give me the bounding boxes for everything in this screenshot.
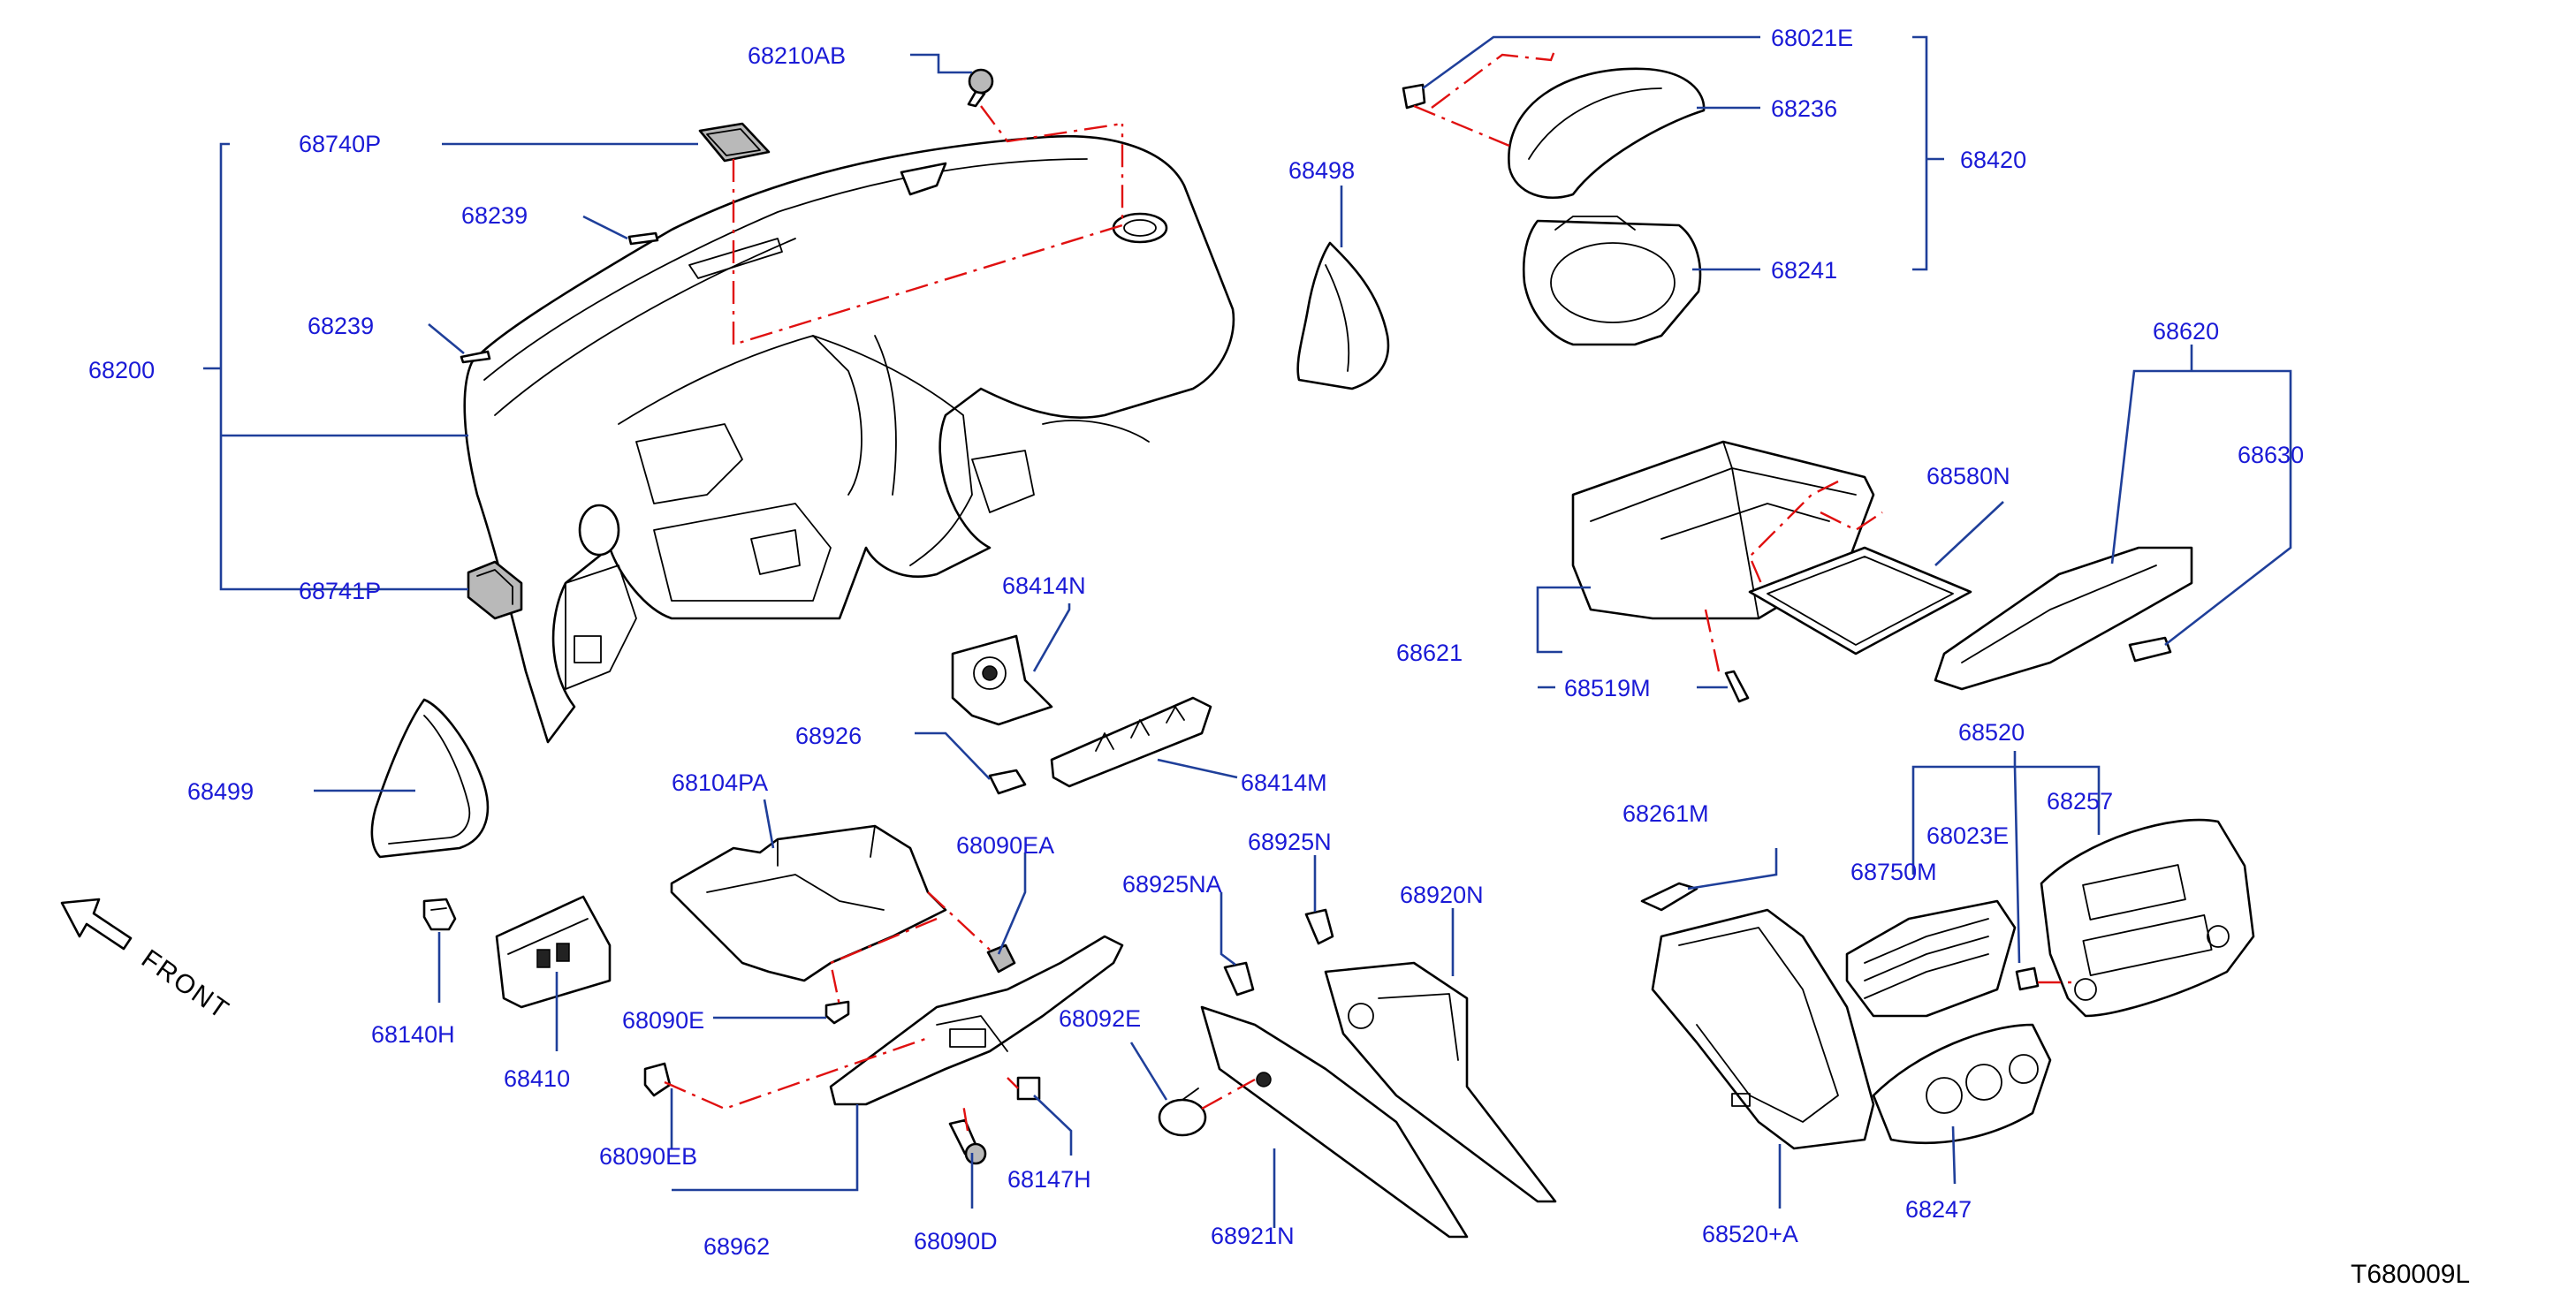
switch-panel-part (495, 895, 612, 1009)
label-68090D: 68090D (914, 1228, 998, 1254)
part-labels: 68210AB 68740P 68239 68239 68200 68741P … (88, 25, 2470, 1289)
lid-insert-part (2128, 636, 2172, 663)
label-68023E: 68023E (1926, 822, 2009, 849)
side-vent-part (467, 560, 523, 620)
label-68410: 68410 (504, 1065, 570, 1092)
meter-hood-part (1508, 67, 1706, 199)
label-68247: 68247 (1905, 1196, 1972, 1223)
clip-part (627, 231, 659, 246)
clip-part (643, 1062, 672, 1097)
clip-part (2015, 966, 2040, 991)
damper-part (1724, 670, 1750, 703)
label-68236: 68236 (1771, 95, 1837, 122)
label-68261M: 68261M (1622, 800, 1709, 827)
lower-cover-part (1050, 696, 1212, 788)
diagram-code: T680009L (2351, 1260, 2470, 1289)
label-68520A: 68520+A (1702, 1221, 1798, 1247)
clip-part (1402, 83, 1426, 110)
label-68147H: 68147H (1007, 1166, 1091, 1193)
side-cover-part (370, 698, 490, 859)
front-direction-label: FRONT (136, 944, 235, 1026)
cluster-face-part (2040, 818, 2255, 1018)
label-68962: 68962 (703, 1233, 770, 1260)
label-68620: 68620 (2153, 318, 2219, 345)
label-68750M: 68750M (1850, 859, 1937, 885)
lower-panel-part (829, 935, 1124, 1106)
clip-part (824, 1000, 850, 1025)
knee-cover-part (951, 634, 1053, 726)
clip-part (1016, 1076, 1041, 1101)
label-68090EA: 68090EA (956, 832, 1054, 859)
label-68921N: 68921N (1211, 1223, 1295, 1249)
label-68519M: 68519M (1564, 675, 1651, 701)
label-68241: 68241 (1771, 257, 1837, 284)
screw-part (967, 68, 994, 108)
knee-panel-part (1200, 1005, 1469, 1239)
label-68140H: 68140H (371, 1021, 455, 1048)
label-68021E: 68021E (1771, 25, 1853, 51)
label-68239-upper: 68239 (461, 202, 528, 229)
label-68580N: 68580N (1926, 463, 2010, 489)
label-68239-lower: 68239 (308, 313, 374, 339)
leader-lines (203, 35, 2292, 1228)
center-vent-part (1845, 899, 2017, 1018)
vent-grille-part (698, 122, 771, 163)
label-68740P: 68740P (299, 131, 381, 157)
push-clip-part (1158, 1087, 1207, 1137)
clip-part (1223, 961, 1255, 997)
spring-part (1748, 546, 1972, 656)
control-panel-part (1872, 1023, 2052, 1144)
side-trim-part (1296, 241, 1390, 390)
label-68621: 68621 (1396, 640, 1463, 666)
bracket-part (670, 824, 947, 982)
finisher-part (1934, 546, 2193, 691)
label-68200: 68200 (88, 357, 155, 383)
front-direction-arrow (60, 898, 133, 951)
clip-part (988, 769, 1027, 795)
clip-strip-part (1640, 882, 1698, 912)
label-68925NA: 68925NA (1122, 871, 1222, 898)
clip-part (986, 943, 1016, 974)
meter-mask-part (1523, 216, 1702, 346)
glove-box-lid-part (1324, 961, 1557, 1203)
label-68498: 68498 (1288, 157, 1355, 184)
label-68090E: 68090E (622, 1007, 704, 1034)
label-68092E: 68092E (1059, 1005, 1141, 1032)
label-68420: 68420 (1960, 147, 2026, 173)
label-68210AB: 68210AB (748, 42, 846, 69)
instrument-panel-part (463, 135, 1235, 744)
label-68104PA: 68104PA (672, 769, 768, 796)
label-68520: 68520 (1958, 719, 2025, 746)
label-68630: 68630 (2238, 442, 2304, 468)
label-68414M: 68414M (1241, 769, 1327, 796)
clip-part (460, 350, 491, 364)
label-68925N: 68925N (1248, 829, 1332, 855)
label-68414N: 68414N (1002, 572, 1086, 599)
label-68926: 68926 (795, 723, 862, 749)
label-68090EB: 68090EB (599, 1143, 697, 1170)
label-68920N: 68920N (1400, 882, 1484, 908)
label-68741P: 68741P (299, 578, 381, 604)
screw-part (948, 1118, 987, 1165)
cluster-frame-part (1651, 908, 1875, 1150)
clip-part (1304, 908, 1334, 945)
label-68257: 68257 (2047, 788, 2113, 815)
clip-part (422, 898, 457, 931)
label-68499: 68499 (187, 778, 254, 805)
assembly-lines (664, 48, 2077, 1132)
